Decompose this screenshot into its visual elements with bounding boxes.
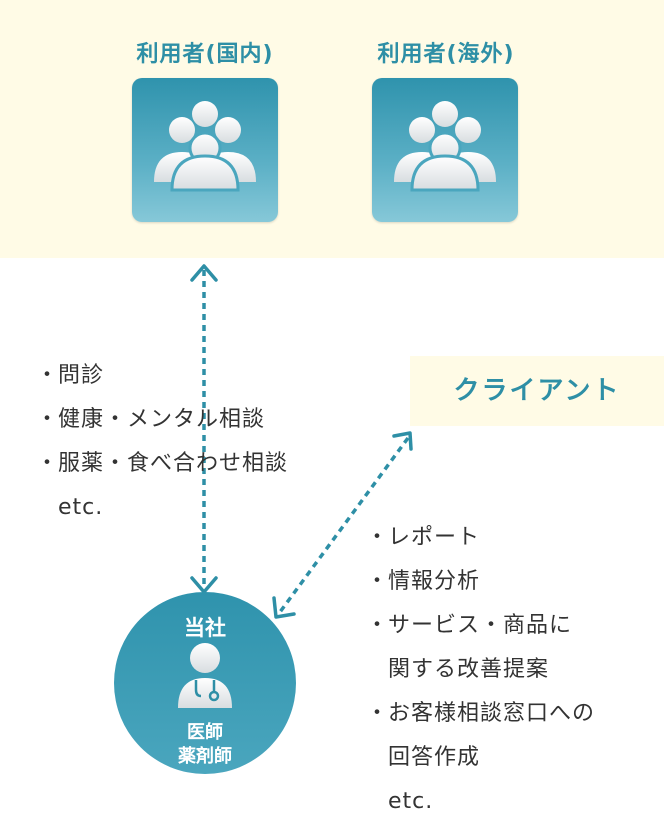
user-group-icon xyxy=(154,101,256,192)
list-item: ・レポート xyxy=(366,525,481,550)
list-item: ・健康・メンタル相談 xyxy=(36,407,266,432)
list-item-continuation: 関する改善提案 xyxy=(388,657,550,682)
arrowhead-up xyxy=(190,264,218,282)
list-item: ・服薬・食べ合わせ相談 xyxy=(36,451,289,476)
arrowhead-lower-left xyxy=(272,596,296,619)
list-etc: etc. xyxy=(58,495,104,520)
client-service-list: ・レポート ・情報分析 ・サービス・商品に 関する改善提案 ・お客様相談窓口への… xyxy=(366,516,595,824)
arrowhead-upper-right xyxy=(392,431,413,451)
users-band xyxy=(0,0,664,258)
user-service-list: ・問診 ・健康・メンタル相談 ・服薬・食べ合わせ相談 etc. xyxy=(36,354,288,530)
domestic-user-tile xyxy=(132,78,278,222)
list-etc: etc. xyxy=(388,789,434,814)
client-company-connector xyxy=(278,436,410,614)
doctor-icon xyxy=(178,643,232,708)
company-role-doctor: 医師 xyxy=(187,722,223,743)
company-role-pharmacist: 薬剤師 xyxy=(178,746,232,767)
list-item: ・お客様相談窓口への xyxy=(366,701,596,726)
list-item-continuation: 回答作成 xyxy=(388,745,481,770)
company-name: 当社 xyxy=(184,616,226,640)
client-label: クライアント xyxy=(453,376,621,406)
overseas-user-tile xyxy=(372,78,518,222)
overseas-user-label: 利用者(海外) xyxy=(377,42,515,67)
user-group-icon xyxy=(394,101,496,192)
list-item: ・問診 xyxy=(36,363,105,388)
domestic-user-label: 利用者(国内) xyxy=(136,42,274,67)
list-item: ・情報分析 xyxy=(366,569,481,594)
company-circle: 当社 医師 薬剤師 xyxy=(114,592,296,774)
list-item: ・サービス・商品に xyxy=(366,613,573,638)
client-box: クライアント xyxy=(410,356,664,426)
